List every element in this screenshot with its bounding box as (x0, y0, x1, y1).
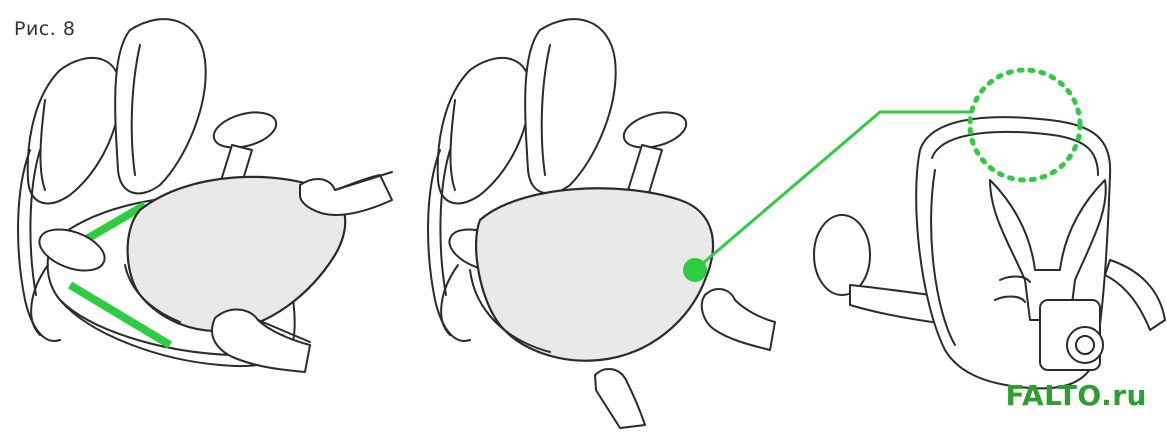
panel-3-seat-underside-detail (814, 70, 1165, 388)
hand-bottom (595, 369, 645, 428)
panel-1-chair-lifting-seat (18, 19, 392, 372)
panel-2-chair-placing-seat (428, 19, 775, 428)
watermark-logo: FALTO.ru (1006, 379, 1147, 412)
hand-right (702, 289, 775, 350)
armrest-pad (814, 215, 870, 295)
hand-upper (300, 175, 392, 215)
